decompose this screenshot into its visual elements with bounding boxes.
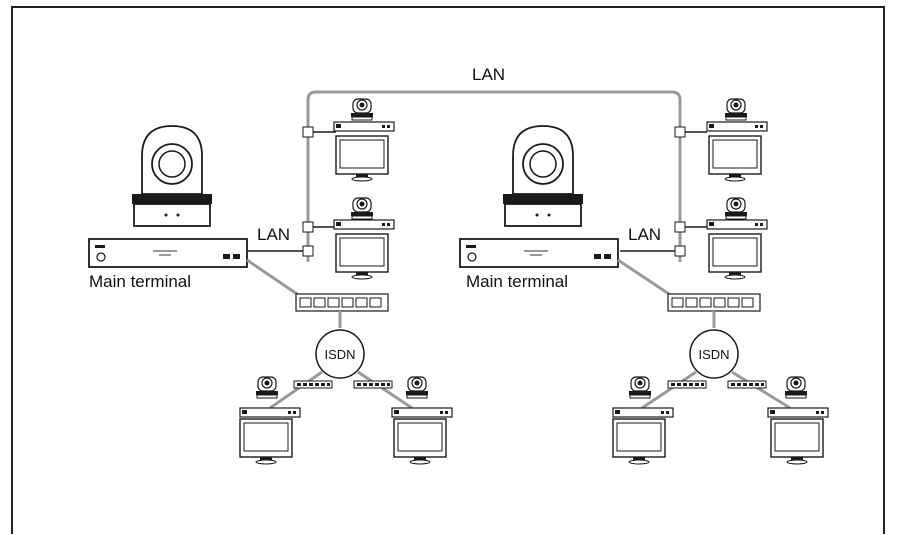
main-terminal-left — [88, 125, 248, 268]
hub-icon — [295, 293, 389, 312]
codec-unit-icon — [612, 407, 674, 418]
remote-unit-right-bottom — [706, 197, 768, 280]
ptz-camera-icon — [131, 125, 213, 227]
ptz-camera-icon — [502, 125, 584, 227]
lan-junction-icon — [674, 221, 686, 233]
remote-unit-isdn-left-a — [239, 376, 301, 465]
remote-unit-left-top — [333, 98, 395, 182]
hub-icon — [293, 380, 333, 389]
hub-icon — [353, 380, 393, 389]
lan-left-label: LAN — [257, 225, 290, 244]
isdn-right-label: ISDN — [698, 347, 729, 362]
remote-unit-left-bottom — [333, 197, 395, 280]
hub-icon — [667, 380, 707, 389]
codec-unit-icon — [459, 238, 619, 268]
ptz-camera-icon — [350, 197, 374, 220]
lan-junction-icon — [302, 245, 314, 257]
lan-right-label: LAN — [628, 225, 661, 244]
isdn-cloud-icon — [315, 329, 365, 379]
ptz-camera-icon — [724, 197, 748, 220]
ptz-camera-icon — [255, 376, 279, 399]
codec-unit-icon — [239, 407, 301, 418]
monitor-icon — [708, 233, 762, 280]
isdn-cloud-icon — [689, 329, 739, 379]
hub-icon — [667, 293, 761, 312]
monitor-icon — [708, 135, 762, 182]
remote-unit-isdn-right-b — [767, 376, 829, 465]
lan-top-label: LAN — [472, 65, 505, 84]
lan-junction-icon — [302, 221, 314, 233]
main-terminal-right-label: Main terminal — [466, 272, 568, 291]
ptz-camera-icon — [350, 98, 374, 121]
remote-unit-isdn-right-a — [612, 376, 674, 465]
monitor-icon — [335, 135, 389, 182]
ptz-camera-icon — [784, 376, 808, 399]
ptz-camera-icon — [405, 376, 429, 399]
lan-junction-icon — [302, 126, 314, 138]
codec-unit-icon — [391, 407, 453, 418]
monitor-icon — [770, 418, 824, 465]
codec-unit-icon — [706, 121, 768, 132]
diagram-frame — [11, 6, 885, 534]
remote-unit-isdn-left-b — [391, 376, 453, 465]
codec-unit-icon — [333, 219, 395, 230]
codec-unit-icon — [88, 238, 248, 268]
lan-loop-line — [306, 90, 682, 262]
ptz-camera-icon — [628, 376, 652, 399]
lan-junction-icon — [674, 245, 686, 257]
main-terminal-left-label: Main terminal — [89, 272, 191, 291]
codec-unit-icon — [333, 121, 395, 132]
monitor-icon — [239, 418, 293, 465]
monitor-icon — [335, 233, 389, 280]
codec-unit-icon — [706, 219, 768, 230]
monitor-icon — [612, 418, 666, 465]
lan-junction-icon — [674, 126, 686, 138]
hub-icon — [727, 380, 767, 389]
ptz-camera-icon — [724, 98, 748, 121]
main-terminal-right — [459, 125, 619, 268]
codec-unit-icon — [767, 407, 829, 418]
isdn-left-label: ISDN — [324, 347, 355, 362]
monitor-icon — [393, 418, 447, 465]
remote-unit-right-top — [706, 98, 768, 182]
